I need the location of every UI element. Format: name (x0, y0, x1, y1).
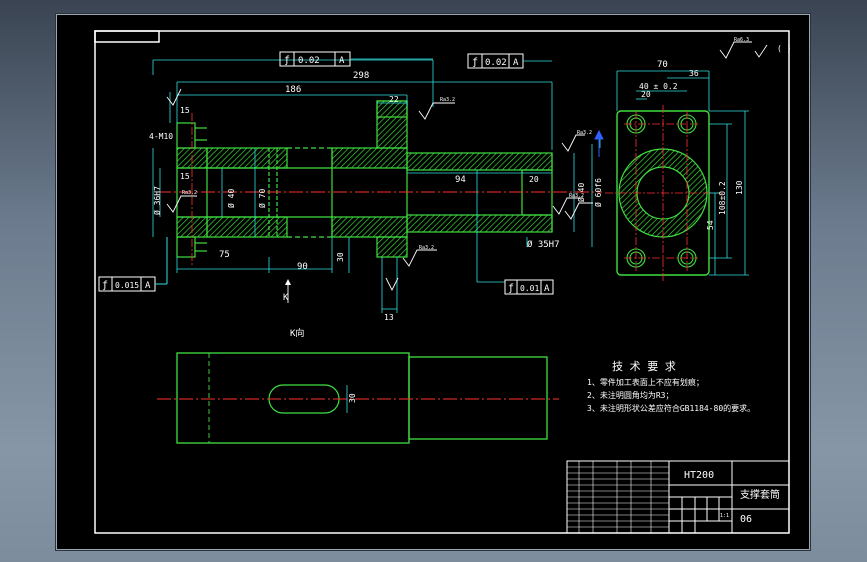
svg-text:36: 36 (689, 69, 699, 78)
svg-text:298: 298 (353, 71, 369, 81)
svg-text:4-M10: 4-M10 (149, 132, 173, 141)
svg-text:Ø 70: Ø 70 (257, 189, 267, 208)
requirement-item: 2、未注明圆角均为R3； (587, 390, 673, 400)
tolerance-frame-2: ƒ 0.02 A (467, 53, 524, 69)
svg-text:Ra3.2: Ra3.2 (419, 245, 434, 251)
side-dimensions (616, 70, 749, 276)
requirement-item: 1、零件加工表面上不应有划痕； (587, 377, 704, 387)
svg-text:K向: K向 (290, 327, 304, 339)
svg-text:Ø 40: Ø 40 (576, 183, 586, 202)
roughness-symbols (166, 41, 768, 292)
svg-text:Ø 40: Ø 40 (226, 189, 236, 208)
svg-text:A: A (339, 56, 345, 66)
datum-marker (594, 129, 604, 140)
svg-text:0.02: 0.02 (298, 56, 320, 66)
title-block (566, 460, 790, 534)
svg-text:A: A (544, 284, 550, 294)
svg-text:15: 15 (180, 172, 190, 181)
svg-text:15: 15 (180, 106, 190, 115)
section-outline (176, 100, 553, 258)
svg-text:186: 186 (285, 85, 301, 95)
main-dimensions (152, 59, 601, 313)
svg-text:130: 130 (735, 180, 744, 195)
svg-text:75: 75 (219, 250, 230, 260)
svg-text:ƒ: ƒ (102, 280, 108, 291)
svg-text:94: 94 (455, 175, 466, 185)
drawing-border (94, 30, 790, 534)
svg-text:0.01: 0.01 (520, 284, 539, 293)
part-name: 支撑套筒 (740, 488, 780, 501)
requirement-item: 3、未注明形状公差应符合GB1184-80的要求。 (587, 403, 755, 413)
technical-requirements: 技 术 要 求 1、零件加工表面上不应有划痕； 2、未注明圆角均为R3； 3、未… (587, 360, 755, 413)
svg-text:90: 90 (297, 262, 308, 272)
svg-text:70: 70 (657, 60, 668, 70)
svg-text:A: A (145, 281, 151, 291)
svg-text:Ø 60f6: Ø 60f6 (593, 178, 603, 207)
tolerance-frame-1: ƒ 0.02 A (279, 51, 351, 67)
svg-text:ƒ: ƒ (284, 55, 290, 66)
svg-text:20: 20 (529, 175, 539, 184)
cad-drawing: ƒ 0.02 A ƒ 0.02 A ƒ 0.015 A ƒ 0.01 A (94, 30, 791, 534)
svg-text:A: A (513, 58, 519, 68)
svg-text:K: K (283, 293, 289, 303)
main-section-view (157, 100, 602, 265)
svg-text:30: 30 (336, 252, 345, 262)
svg-text:Ra3.2: Ra3.2 (577, 130, 592, 136)
svg-text:Ø 35H7: Ø 35H7 (527, 239, 560, 250)
svg-text:( ): ( ) (777, 44, 791, 53)
drawing-number: 06 (740, 514, 752, 525)
tolerance-frame-4: ƒ 0.01 A (504, 279, 554, 295)
svg-text:Ø 36H7: Ø 36H7 (152, 186, 162, 215)
svg-text:ƒ: ƒ (472, 57, 478, 68)
title-block-text: HT200 支撑套筒 06 1:1 (684, 470, 780, 525)
main-dimension-text: 298 186 15 22 4-M10 15 94 20 75 90 13 Ø … (149, 71, 603, 339)
tolerance-frame-3: ƒ 0.015 A (98, 237, 168, 292)
svg-text:20: 20 (641, 90, 651, 99)
k-view: 30 (157, 352, 559, 444)
svg-text:ƒ: ƒ (508, 283, 514, 294)
svg-text:22: 22 (389, 95, 399, 104)
svg-text:0.02: 0.02 (485, 58, 507, 68)
requirements-title: 技 术 要 求 (612, 360, 676, 373)
side-view (605, 105, 721, 283)
svg-text:Ra3.2: Ra3.2 (569, 193, 584, 199)
scale-ratio: 1:1 (720, 513, 729, 519)
svg-text:Ra6.3: Ra6.3 (734, 37, 749, 43)
svg-text:40 ± 0.2: 40 ± 0.2 (639, 82, 678, 91)
svg-text:30: 30 (348, 393, 357, 403)
roughness-labels: Ra3.2 Ra3.2 Ra3.2 Ra3.2 Ra3.2 Ra6.3 ( ) (182, 37, 791, 251)
drawing-canvas: ƒ 0.02 A ƒ 0.02 A ƒ 0.015 A ƒ 0.01 A (56, 14, 810, 550)
side-dimension-text: 70 36 40 ± 0.2 20 108±0.2 130 54 (639, 60, 744, 230)
svg-text:0.015: 0.015 (115, 281, 139, 290)
material-label: HT200 (684, 470, 714, 481)
svg-text:13: 13 (384, 313, 394, 322)
svg-text:Ra3.2: Ra3.2 (440, 97, 455, 103)
section-hatch (176, 100, 553, 258)
svg-text:108±0.2: 108±0.2 (718, 181, 727, 215)
svg-text:Ra3.2: Ra3.2 (182, 190, 197, 196)
svg-text:54: 54 (706, 220, 715, 230)
